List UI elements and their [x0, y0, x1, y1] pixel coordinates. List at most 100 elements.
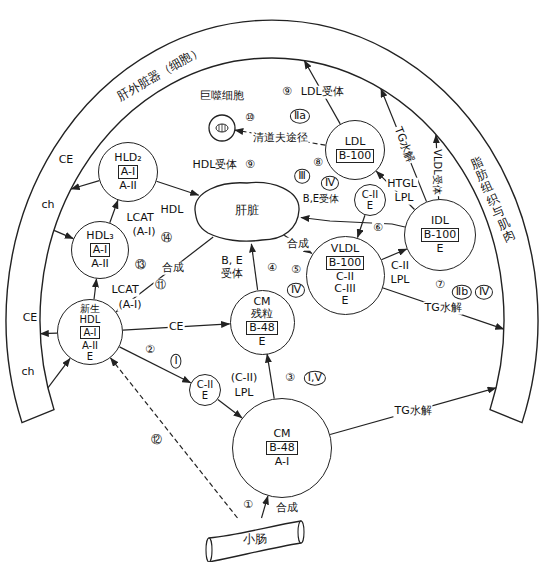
disease-type-mark: Ⅱb [452, 285, 472, 300]
hdl2-particle: HLD₂A-IA-II [98, 142, 158, 202]
text-stack: CM 残粒B-48E [246, 296, 278, 348]
disease-type-mark: Ⅱa [290, 109, 310, 124]
idl-particle: IDLB-100E [404, 199, 476, 271]
node-text: VLDL [331, 243, 359, 255]
connector [301, 218, 405, 228]
node-text: IDL [431, 215, 449, 227]
organelle-crest [219, 124, 225, 132]
edge-label: CE [22, 312, 39, 325]
callout-label: LPL [234, 387, 255, 400]
small-intestine: 小肠 [205, 518, 305, 562]
vldl-particle: VLDLB-100C-IIC-IIIE [306, 236, 385, 315]
callout-label: ⑫ [150, 434, 163, 447]
apoprotein-box: A-I [90, 243, 111, 257]
text-stack: 新生 HDLA-IA-IIE [80, 303, 101, 362]
callout-label: LCAT [110, 284, 139, 297]
connector [262, 496, 268, 518]
callout-label: C-II [390, 260, 410, 273]
callout-label: (A-I) [131, 226, 156, 239]
organelle [216, 124, 228, 132]
callout-label: ⑧ [312, 157, 324, 170]
node-text: A-II [91, 258, 109, 270]
callout-label: ⑨ [244, 159, 256, 172]
text-stack: IDLB-100E [421, 215, 460, 255]
node-text: HDL₃ [86, 230, 113, 242]
node-text: 新生 HDL [80, 303, 101, 325]
node-text: E [367, 200, 373, 211]
node-text: E [259, 336, 266, 348]
cell-name: 巨噬细胞 [188, 90, 256, 102]
dashed-connector [235, 130, 326, 145]
connector [116, 237, 213, 312]
edge-label: HDL受体 [192, 159, 239, 172]
apoprotein-box: B-100 [326, 256, 365, 270]
disease-type-mark: Ⅳ [287, 283, 305, 298]
callout-label: ⑤ [290, 264, 302, 277]
callout-label: ⑭ [160, 232, 173, 245]
chylomicron-particle: CMB-48A-I [232, 398, 332, 498]
hdl3-particle: HDL₃A-IA-II [71, 221, 129, 279]
connector [48, 358, 70, 388]
apoprotein-box: B-100 [336, 149, 375, 163]
node-text: E [87, 351, 93, 362]
apoprotein-circle: C-IIE [189, 374, 221, 406]
nascent-hdl-particle: 新生 HDLA-IA-IIE [57, 299, 123, 365]
callout-label: ② [144, 344, 156, 357]
node-text: CM [273, 428, 290, 440]
organ-band-outline [6, 20, 538, 422]
apoprotein-box: A-I [80, 326, 99, 339]
callout-label: ⑩ [244, 112, 256, 125]
edge-label: 清道夫途径 [252, 131, 309, 144]
connector [251, 244, 257, 290]
callout-label: B, E 受体 [215, 255, 249, 280]
connector [54, 230, 73, 238]
callout-label: HDL [160, 204, 185, 217]
connector [358, 215, 365, 237]
connector [218, 400, 242, 418]
node-text: CM 残粒 [251, 296, 273, 320]
edge-label: LDL受体 [300, 86, 345, 99]
node-text: LDL [345, 136, 366, 148]
disease-type-mark: Ⅳ [321, 176, 339, 191]
node-text: C-III [334, 283, 355, 295]
edge-label: ch [20, 366, 35, 379]
node-text: A-II [82, 340, 98, 351]
text-stack: LDLB-100 [336, 136, 375, 164]
callout-label: (A-I) [117, 299, 142, 312]
edge-label: TG水解 [423, 302, 462, 315]
callout-label: LCAT [125, 212, 154, 225]
intestine-tube [209, 521, 301, 562]
callout-label: ④ [266, 262, 278, 275]
connector [284, 235, 312, 253]
callout-label: ① [242, 499, 254, 512]
edge-label: ch [40, 199, 55, 212]
node-text: A-II [119, 180, 137, 192]
disease-type-mark: Ⅰ,Ⅴ [304, 371, 326, 386]
connector [381, 249, 406, 260]
text-stack: HLD₂A-IA-II [114, 152, 141, 192]
apoprotein-box: B-48 [266, 441, 298, 455]
macrophage-outline [209, 115, 235, 141]
callout-label: ⑥ [372, 222, 384, 235]
edge-label: CE [168, 321, 185, 334]
edge-label: 合成 [275, 502, 299, 515]
edge-label: B,E受体 [302, 193, 340, 205]
disease-type-mark: Ⅰ [170, 354, 181, 369]
callout-label: LPL [390, 274, 411, 287]
connector [94, 279, 97, 299]
organ-name: 肝脏 [235, 204, 259, 217]
edge-label: CE [58, 154, 75, 167]
callout-label: HTGL [386, 178, 418, 191]
apoprotein-box: B-48 [246, 321, 278, 335]
apoprotein-box: A-I [118, 165, 139, 179]
callout-label: (C-II) [230, 372, 259, 385]
disease-type-mark: Ⅳ [475, 285, 493, 300]
text-stack: C-IIE [197, 379, 214, 401]
node-text: A-I [275, 456, 290, 468]
dashed-connector [111, 358, 238, 518]
edge-label: 合成 [161, 262, 185, 275]
disease-type-mark: Ⅲ [294, 169, 310, 184]
node-text: E [202, 390, 208, 401]
connector [40, 333, 57, 335]
